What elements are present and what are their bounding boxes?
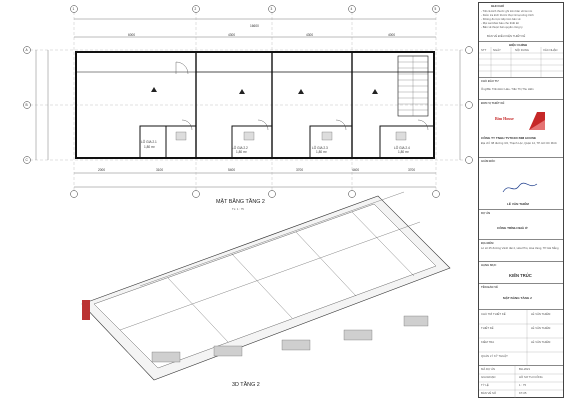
balcony-label-4: LÔ GIA 2.4 xyxy=(394,146,410,150)
owner-name: Ông/Bà: Trần Đức Hảo- Trần Thị Thu Hiền xyxy=(481,87,534,91)
role-label-2: THIẾT KẾ xyxy=(481,326,494,330)
revision-col-date: NGÀY xyxy=(493,48,501,52)
note-line-1: - Tất cả kích thước ghi trên bản vẽ là m… xyxy=(481,9,533,13)
balcony-area-2: 1,80 m² xyxy=(236,150,247,154)
project-name: CÔNG TRÌNH NHÀ Ở xyxy=(497,226,528,230)
bottom-dimension-4: 3700 xyxy=(296,168,304,172)
revision-col-confirm: XÁC NHẬN xyxy=(543,48,558,52)
sheet-section: TÊN BẢN VẼ MẶT BẰNG TẦNG 2 xyxy=(479,283,563,309)
revision-table: HIỆU CHỈNH STT NGÀY NỘI DUNG XÁC NHẬN xyxy=(479,41,563,78)
sheet-label: TÊN BẢN VẼ xyxy=(481,285,498,289)
title-block: GHI CHÚ - Tất cả kích thước ghi trên bản… xyxy=(478,2,564,398)
role-label-4: QUẢN LÝ KỸ THUẬT xyxy=(481,354,508,358)
grid-label-a: A xyxy=(25,48,28,52)
note-line-2: - Kiểm tra kích thước thực tế tại công t… xyxy=(481,13,534,17)
company-logo: Bim House xyxy=(493,110,549,132)
roles-section: CHỦ TRÌ THIẾT KẾ LÊ VĂN THIÊM THIẾT KẾ L… xyxy=(479,309,563,366)
sign-label: BẢN VẼ ĐIỀU KIỆN THIẾT KẾ xyxy=(487,34,526,38)
note-line-5: - Bản vẽ thuộc bản quyền công ty xyxy=(481,25,523,29)
owner-label: CHỦ ĐẦU TƯ xyxy=(481,79,499,83)
bottom-dimension-5: 4400 xyxy=(352,168,360,172)
field-value-4: KT-05 xyxy=(519,391,527,395)
fields-grid xyxy=(479,366,563,398)
role-name-3: LÊ VĂN THIÊM xyxy=(531,340,551,344)
category-name: KIẾN TRÚC xyxy=(509,273,532,278)
bottom-dimension-6: 3700 xyxy=(408,168,416,172)
plan-scale: TL: 1 : 75 xyxy=(232,207,244,211)
bottom-dimension-3: 5400 xyxy=(228,168,236,172)
logo-icon xyxy=(529,112,545,130)
field-label-1: MÃ DỰ ÁN xyxy=(481,367,496,371)
revision-col-stt: STT xyxy=(481,48,487,52)
top-dimension-4: 4000 xyxy=(388,33,396,37)
floor-plan-drawing xyxy=(23,5,473,381)
project-section: DỰ ÁN CÔNG TRÌNH NHÀ Ở xyxy=(479,209,563,239)
roles-grid xyxy=(479,310,563,366)
role-name-1: LÊ VĂN THIÊM xyxy=(531,312,551,316)
location-text: Lô số 25 đường Vành đai 2, Hòa Phú, Hòa … xyxy=(481,246,559,250)
field-value-3: 1 : 75 xyxy=(519,383,526,387)
bottom-dimension-2: 3100 xyxy=(156,168,164,172)
grid-label-c: C xyxy=(25,158,28,162)
company-address: Địa chỉ: 98 đường 3/2, Thạnh Lộc, Quận 1… xyxy=(481,141,557,145)
drawing-area: 16600 6000 4300 4300 4000 2000 3100 5400… xyxy=(23,5,473,388)
location-section: ĐỊA ĐIỂM Lô số 25 đường Vành đai 2, Hòa … xyxy=(479,239,563,261)
grid-label-4: 4 xyxy=(350,7,353,11)
bottom-dimension-1: 2000 xyxy=(98,168,106,172)
category-section: HẠNG MỤC KIẾN TRÚC xyxy=(479,261,563,283)
top-dimension-3: 4300 xyxy=(306,33,314,37)
notes-header: GHI CHÚ xyxy=(491,4,505,8)
logo-text: Bim House xyxy=(495,116,514,121)
balcony-label-1: LÔ GIA 2.1 xyxy=(141,140,157,144)
director-label: GIÁM ĐỐC xyxy=(481,159,496,163)
company-label: ĐƠN VỊ THIẾT KẾ xyxy=(481,101,505,105)
top-dimension-2: 4300 xyxy=(228,33,236,37)
revision-grid xyxy=(479,47,563,78)
fields-section: MÃ DỰ ÁN BH-2021 GIAI ĐOẠN HỒ SƠ THI CÔN… xyxy=(479,365,563,398)
top-total-dimension: 16600 xyxy=(250,24,259,28)
field-value-1: BH-2021 xyxy=(519,367,531,371)
sheet-name: MẶT BẰNG TẦNG 2 xyxy=(503,296,532,300)
balcony-area-1: 1,80 m² xyxy=(144,145,155,149)
director-section: GIÁM ĐỐC LÊ VĂN THIÊM xyxy=(479,157,563,209)
signature-icon xyxy=(502,182,538,193)
field-label-4: BẢN VẼ SỐ xyxy=(481,391,497,395)
note-line-3: - Không đo trực tiếp trên bản vẽ xyxy=(481,17,521,21)
grid-label-3: 3 xyxy=(270,7,273,11)
revision-col-content: NỘI DUNG xyxy=(515,48,529,52)
field-label-3: TỶ LỆ xyxy=(481,383,489,387)
revision-header: HIỆU CHỈNH xyxy=(509,43,528,47)
grid-label-1: 1 xyxy=(72,7,75,11)
grid-label-b: B xyxy=(25,103,28,107)
balcony-area-3: 1,80 m² xyxy=(316,150,327,154)
grid-label-5: 5 xyxy=(434,7,437,11)
project-label: DỰ ÁN xyxy=(481,211,491,215)
owner-section: CHỦ ĐẦU TƯ Ông/Bà: Trần Đức Hảo- Trần Th… xyxy=(479,77,563,99)
location-label: ĐỊA ĐIỂM xyxy=(481,241,494,245)
field-label-2: GIAI ĐOẠN xyxy=(481,375,496,379)
field-value-2: HỒ SƠ THI CÔNG xyxy=(519,375,543,379)
company-name: CÔNG TY TNHH TVTKXD BIM HOUSE xyxy=(481,136,537,140)
balcony-label-3: LÔ GIA 2.3 xyxy=(312,146,328,150)
role-name-2: LÊ VĂN THIÊM xyxy=(531,326,551,330)
role-label-1: CHỦ TRÌ THIẾT KẾ xyxy=(481,312,506,316)
balcony-area-4: 1,80 m² xyxy=(398,150,409,154)
role-label-3: KIỂM TRA xyxy=(481,340,495,344)
grid-label-2: 2 xyxy=(194,7,197,11)
view3d-title: 3D TẦNG 2 xyxy=(232,382,260,388)
director-name: LÊ VĂN THIÊM xyxy=(507,202,529,206)
balcony-label-2: LÔ GIA 2.2 xyxy=(232,146,248,150)
top-dimension-1: 6000 xyxy=(128,33,136,37)
note-line-4: - Mọi sai khác báo cho thiết kế xyxy=(481,21,519,25)
plan-title: MẶT BẰNG TẦNG 2 xyxy=(216,199,265,205)
company-section: ĐƠN VỊ THIẾT KẾ Bim House CÔNG TY TNHH T… xyxy=(479,99,563,157)
category-label: HẠNG MỤC xyxy=(481,263,497,267)
